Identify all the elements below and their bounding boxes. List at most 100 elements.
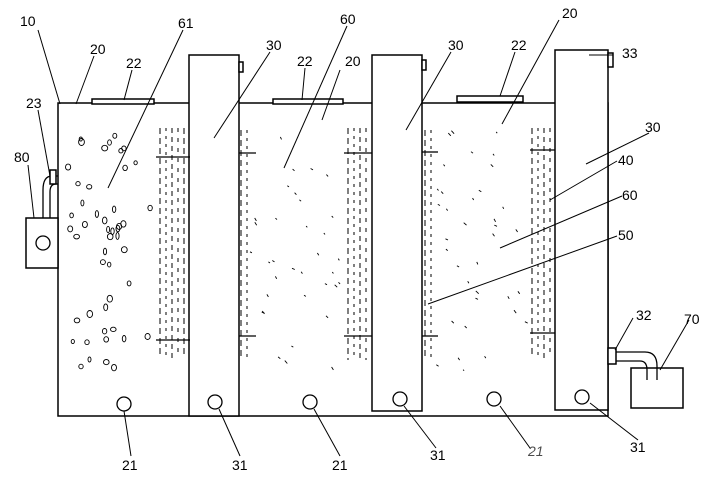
label-20-1: 20 (90, 41, 106, 57)
media-particle (515, 229, 518, 233)
label-70: 70 (684, 311, 700, 327)
label-60-1: 60 (340, 11, 356, 27)
membrane-2 (240, 130, 248, 358)
tank-body (57, 102, 609, 417)
media-particle (78, 136, 83, 142)
membrane-4 (424, 130, 432, 358)
media-particle (111, 363, 117, 372)
media-particle (120, 246, 128, 254)
media-particle (445, 238, 449, 241)
media-particle (107, 261, 112, 268)
media-particle (84, 339, 90, 346)
media-particle (115, 231, 120, 240)
label-31-3: 31 (630, 439, 646, 455)
media-particle (492, 233, 495, 237)
riser-port-31-1 (207, 394, 223, 410)
media-particle (493, 218, 496, 223)
media-particle (70, 338, 75, 345)
media-particle (467, 281, 470, 284)
media-particle (78, 138, 85, 146)
media-particle (437, 203, 441, 206)
media-particle (266, 294, 269, 298)
media-particle (287, 185, 290, 188)
media-particle (101, 144, 109, 152)
pipe-32-inner (612, 360, 648, 380)
media-particle (110, 326, 117, 333)
media-particle (326, 174, 329, 177)
media-particle (80, 199, 85, 207)
fitting-32 (607, 347, 617, 365)
riser-column-2 (371, 54, 423, 412)
media-particle (279, 136, 282, 140)
media-particle (338, 281, 341, 285)
label-30-2: 30 (448, 37, 464, 53)
media-particle (275, 217, 278, 220)
media-particle (337, 258, 340, 261)
media-particle (147, 204, 153, 212)
media-particle (436, 188, 439, 191)
label-61: 61 (178, 15, 194, 31)
media-particle (272, 260, 275, 263)
media-particle (443, 164, 446, 167)
media-particle (126, 280, 132, 287)
label-20-3: 20 (562, 5, 578, 21)
media-particle (299, 199, 302, 202)
riser-stub-2 (421, 59, 427, 71)
media-particle (102, 247, 108, 256)
label-80: 80 (14, 149, 30, 165)
media-particle (324, 283, 328, 286)
media-particle (457, 357, 460, 361)
media-particle (133, 160, 138, 166)
media-particle (65, 163, 72, 171)
riser-column-1 (188, 54, 240, 417)
label-21-2: 21 (332, 457, 348, 473)
media-particle (106, 294, 113, 303)
label-40: 40 (618, 152, 634, 168)
media-particle (69, 212, 74, 219)
riser-stub-1 (238, 61, 244, 73)
media-particle (502, 206, 505, 210)
fitting-23 (49, 169, 57, 185)
unit-80 (25, 217, 59, 269)
media-particle (103, 303, 109, 312)
media-particle (101, 328, 108, 335)
media-particle (303, 294, 307, 297)
media-particle (478, 189, 482, 193)
media-particle (451, 130, 455, 135)
media-particle (268, 261, 271, 264)
media-particle (99, 259, 106, 265)
media-particle (254, 217, 257, 222)
label-33: 33 (622, 45, 638, 61)
media-particle (86, 310, 94, 318)
label-22-3: 22 (511, 37, 527, 53)
media-particle (78, 363, 84, 370)
media-particle (292, 168, 295, 172)
label-31-2: 31 (430, 447, 446, 463)
media-particle (261, 310, 265, 315)
media-particle (120, 220, 127, 228)
media-particle (103, 336, 110, 343)
media-particle (476, 261, 479, 265)
lid-22-right (456, 95, 524, 103)
drain-port-21-2 (302, 394, 318, 410)
media-particle (277, 356, 281, 360)
membrane-5 (531, 128, 551, 358)
riser-port-31-3 (574, 389, 590, 405)
media-particle (291, 345, 294, 348)
media-particle (305, 225, 308, 228)
media-particle (446, 208, 448, 211)
riser-column-3 (554, 49, 609, 411)
media-particle (81, 220, 88, 229)
media-particle (475, 290, 480, 295)
media-particle (249, 251, 253, 254)
label-22-2: 22 (297, 53, 313, 69)
media-particle (87, 356, 92, 363)
media-particle (94, 210, 99, 218)
media-particle (103, 359, 110, 366)
membrane-clamps (156, 149, 555, 341)
label-50: 50 (618, 227, 634, 243)
label-21-1: 21 (122, 457, 138, 473)
media-particle (144, 333, 151, 340)
lid-22-left (91, 98, 155, 105)
